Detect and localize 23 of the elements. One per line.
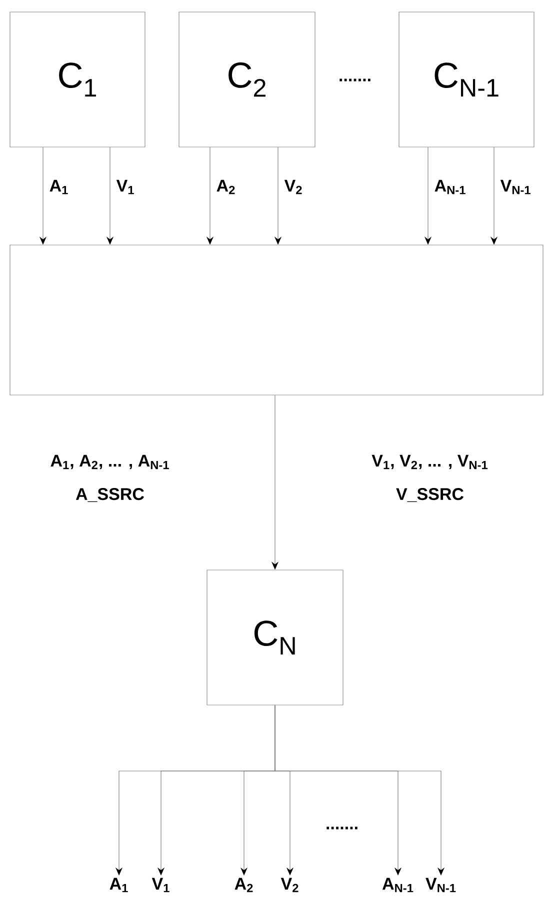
signal-label: A$_{2}$ <box>234 878 253 892</box>
edge-label: V$_{N-1}$ <box>500 180 530 194</box>
edge-label: A$_{N-1}$ <box>434 180 466 194</box>
process-box: C$_{2}$ <box>178 12 316 148</box>
signal-label: V$_{1}$ <box>152 878 170 892</box>
ssrc-label: A_SSRC <box>76 488 144 502</box>
stream-label: V$_{1}$, V$_{2}$, ... , V$_{N-1}$ <box>372 454 488 470</box>
process-box: C$_{N-1}$ <box>398 12 534 148</box>
signal-label: V$_{N-1}$ <box>426 878 456 892</box>
edge-label: V$_{1}$ <box>116 180 134 194</box>
signal-label: V$_{2}$ <box>280 878 298 892</box>
ellipsis-dots: ....... <box>340 78 370 82</box>
edge-label: V$_{2}$ <box>284 180 302 194</box>
signal-label: A$_{1}$ <box>110 878 128 892</box>
edge-label: A$_{2}$ <box>216 180 235 194</box>
ellipsis-dots: ....... <box>326 826 358 830</box>
process-box: C$_{N}$ <box>206 570 344 706</box>
process-box: C$_{1}$ <box>10 12 146 148</box>
signal-label: A$_{N-1}$ <box>382 878 414 892</box>
edge-label: A$_{1}$ <box>50 180 68 194</box>
stream-label: A$_{1}$, A$_{2}$, ... , A$_{N-1}$ <box>50 454 169 470</box>
ssrc-label: V_SSRC <box>396 488 464 502</box>
process-box <box>10 244 544 396</box>
